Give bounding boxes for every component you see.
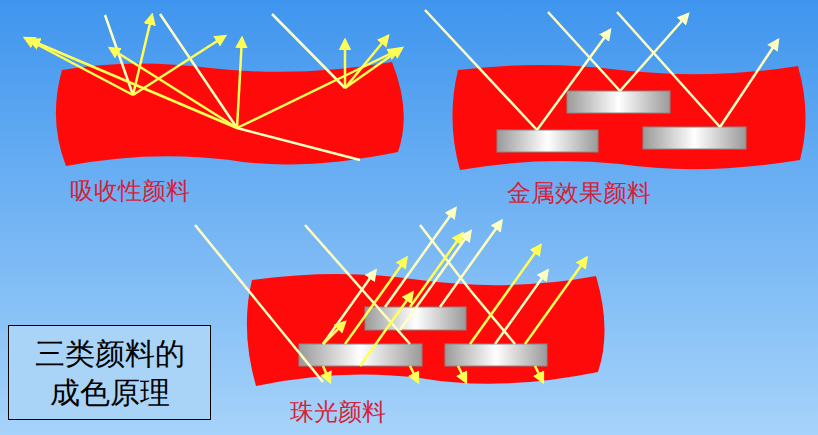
title-text: 三类颜料的 成色原理	[25, 334, 194, 412]
reflected-ray	[323, 366, 330, 382]
incident-ray	[617, 12, 720, 127]
incident-ray	[548, 12, 620, 91]
pigment-label: 珠光颜料	[290, 398, 386, 427]
incident-ray	[237, 128, 360, 160]
reflected-ray	[400, 231, 471, 330]
incident-ray	[305, 225, 410, 344]
reflected-ray	[345, 48, 402, 88]
title-box: 三类颜料的 成色原理	[8, 325, 211, 420]
reflected-ray	[720, 40, 778, 127]
reflected-ray	[345, 258, 407, 344]
reflected-ray	[323, 271, 376, 345]
reflected-ray	[535, 366, 543, 382]
incident-ray	[425, 10, 537, 130]
reflected-ray	[495, 271, 548, 345]
pigment-label: 金属效果颜料	[507, 179, 651, 208]
reflected-ray	[30, 40, 237, 128]
reflected-ray	[410, 234, 463, 308]
metal-flake	[567, 91, 670, 113]
reflected-ray	[133, 36, 225, 95]
pigment-label: 吸收性颜料	[70, 177, 190, 206]
incident-ray	[272, 14, 345, 88]
reflected-ray	[458, 366, 466, 382]
reflected-ray	[25, 38, 133, 95]
reflected-ray	[237, 38, 242, 128]
reflected-ray	[344, 40, 347, 88]
pigment-layer	[56, 62, 404, 166]
flakes	[299, 91, 746, 366]
reflected-ray	[525, 258, 587, 344]
metal-flake	[643, 127, 746, 149]
reflected-ray	[410, 366, 418, 382]
pearl-flake	[299, 344, 422, 366]
reflected-ray	[237, 50, 398, 128]
reflected-ray	[440, 221, 502, 307]
incident-ray	[195, 225, 323, 382]
pigment-layer	[247, 274, 605, 386]
reflected-ray	[110, 48, 237, 128]
reflected-ray	[537, 30, 610, 130]
metal-flake	[497, 130, 598, 152]
reflected-ray	[323, 322, 345, 344]
reflected-ray	[360, 293, 413, 367]
reflected-ray	[133, 15, 152, 95]
pearl-flake	[445, 344, 547, 366]
